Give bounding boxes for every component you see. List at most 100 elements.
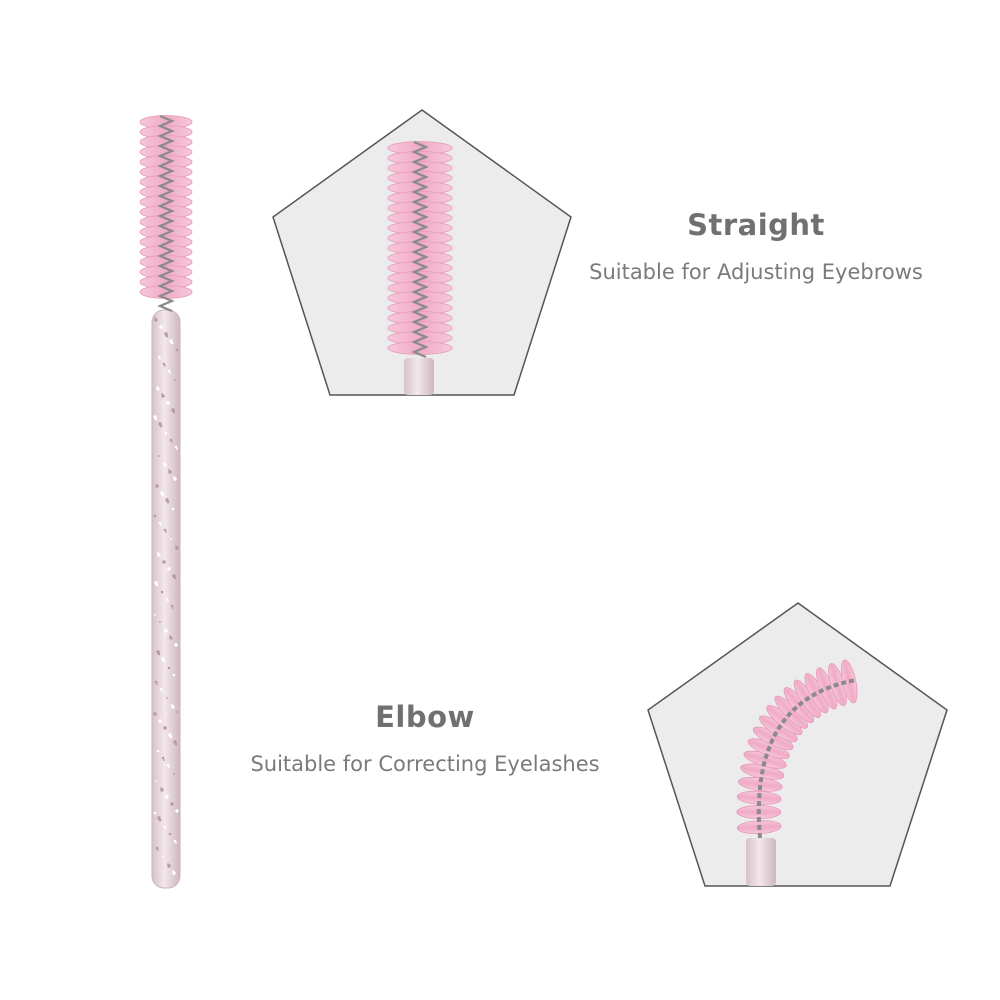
glitter-speck [169,438,173,442]
glitter-speck [170,341,174,345]
straight-detail-handle [404,358,434,395]
straight-subtitle: Suitable for Adjusting Eyebrows [589,260,923,284]
elbow-wire [756,678,857,839]
glitter-speck [165,597,169,601]
glitter-speck [167,369,171,373]
glitter-speck [175,809,179,813]
glitter-speck [166,500,170,504]
glitter-speck [164,365,166,367]
glitter-speck [171,441,173,443]
glitter-speck [172,607,174,609]
glitter-speck [156,387,160,391]
glitter-speck [167,666,171,670]
glitter-speck [157,849,159,851]
main-brush-bristles [139,114,193,313]
glitter-speck [173,773,175,775]
glitter-speck [154,417,158,421]
glitter-speck [172,410,176,414]
glitter-speck [166,697,168,699]
glitter-speck [165,795,169,799]
glitter-speck [159,325,163,329]
elbow-subtitle: Suitable for Correcting Eyelashes [250,752,600,776]
glitter-speck [153,712,157,716]
glitter-speck [163,759,165,761]
glitter-speck [161,493,165,497]
glitter-speck [161,756,165,760]
glitter-speck [168,470,172,474]
glitter-speck [162,362,166,366]
glitter-speck [173,477,177,481]
elbow-detail [647,602,948,887]
glitter-speck [155,846,159,850]
glitter-speck [165,334,169,338]
glitter-speck [155,484,159,488]
glitter-speck [162,856,164,858]
glitter-speck [157,355,161,359]
glitter-speck [165,531,167,533]
glitter-speck [158,455,160,457]
glitter-speck [155,780,157,782]
straight-detail [272,109,572,396]
glitter-speck [163,726,167,730]
glitter-speck [154,614,156,616]
glitter-speck [160,524,162,526]
glitter-speck [175,546,179,550]
glitter-speck [174,445,178,449]
glitter-speck [159,424,163,428]
glitter-speck [159,358,161,360]
glitter-speck [176,448,178,450]
glitter-speck [173,576,177,580]
glitter-speck [155,583,159,587]
glitter-speck [176,711,178,713]
straight-detail-bristles [387,140,453,359]
glitter-speck [174,379,176,381]
glitter-speck [171,705,175,709]
glitter-speck [171,507,175,511]
glitter-speck [160,590,164,594]
glitter-speck [166,763,170,767]
glitter-speck [162,659,166,663]
glitter-speck [153,811,157,815]
glitter-speck [174,742,178,746]
glitter-speck [161,690,163,692]
glitter-speck [169,636,173,640]
glitter-speck [154,318,158,322]
straight-caption: Straight Suitable for Adjusting Eyebrows [556,208,956,284]
glitter-speck [169,735,173,739]
glitter-speck [167,567,171,571]
glitter-speck [164,629,168,633]
glitter-speck [157,652,161,656]
glitter-speck [168,832,172,836]
glitter-speck [170,802,174,806]
elbow-detail-handle [746,838,776,886]
glitter-speck [174,643,178,647]
elbow-caption: Elbow Suitable for Correcting Eyelashes [220,700,630,776]
glitter-speck [156,749,160,753]
glitter-speck [157,553,161,557]
glitter-speck [163,825,167,829]
glitter-speck [154,680,158,684]
glitter-speck [158,818,162,822]
glitter-speck [153,514,157,518]
glitter-speck [167,864,171,868]
elbow-pentagon [647,602,948,887]
elbow-detail-bristles [736,659,858,839]
glitter-speck [163,463,167,467]
straight-title: Straight [687,208,825,242]
glitter-speck [173,839,177,843]
main-wire [157,114,175,313]
glitter-speck [168,766,170,768]
glitter-speck [156,683,158,685]
glitter-speck [158,719,162,723]
glitter-speck [172,871,176,875]
glitter-speck [162,560,166,564]
glitter-speck [160,788,164,792]
glitter-speck [159,621,161,623]
glitter-speck [166,401,170,405]
glitter-speck [167,600,169,602]
glitter-speck [163,528,167,532]
glitter-speck [170,538,172,540]
elbow-title: Elbow [375,700,475,734]
straight-wire [411,140,429,359]
